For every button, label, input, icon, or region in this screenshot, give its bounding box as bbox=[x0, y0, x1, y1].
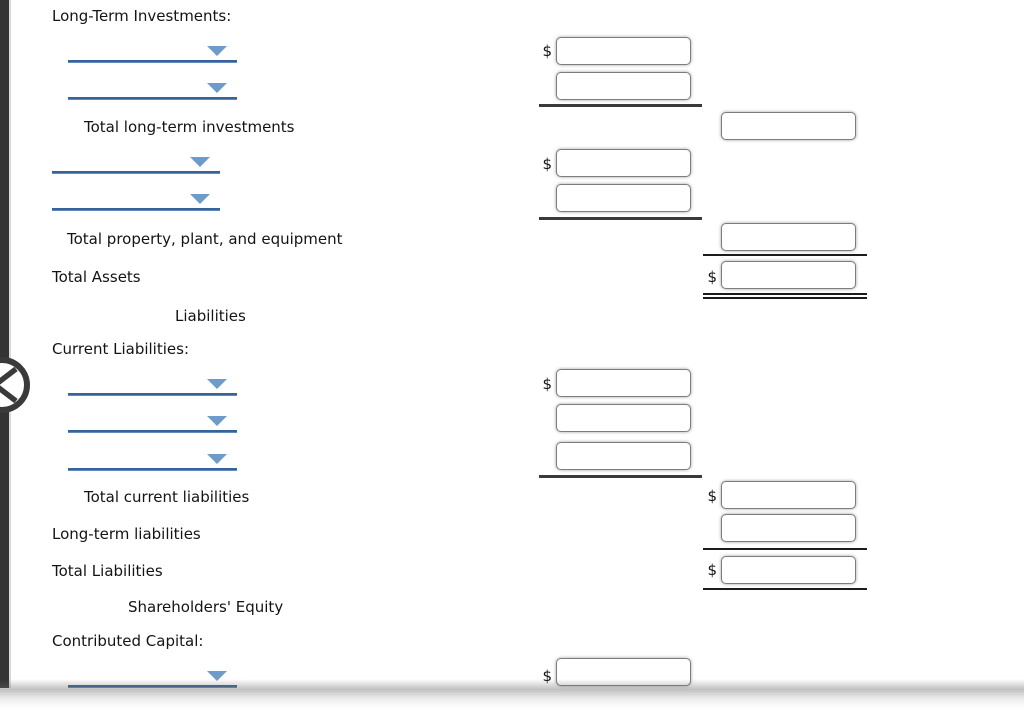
currency-symbol: $ bbox=[542, 155, 552, 173]
select-underline bbox=[68, 685, 237, 688]
chevron-down-icon bbox=[207, 46, 227, 56]
window-bottom-strip bbox=[0, 690, 1024, 710]
subtotal-rule bbox=[539, 475, 702, 478]
chevron-down-icon bbox=[190, 157, 210, 167]
chevron-down-icon bbox=[207, 454, 227, 464]
total-current-liabilities-label: Total current liabilities bbox=[84, 488, 250, 506]
select-underline bbox=[52, 208, 220, 211]
lti-account-select-1[interactable] bbox=[68, 46, 237, 63]
currency-symbol: $ bbox=[542, 42, 552, 60]
shareholders-equity-header: Shareholders' Equity bbox=[128, 598, 284, 616]
subtotal-rule bbox=[539, 217, 702, 220]
currency-symbol: $ bbox=[542, 375, 552, 393]
chevron-left-icon[interactable] bbox=[0, 367, 18, 403]
ppe-account-select-2[interactable] bbox=[52, 194, 220, 211]
total-ppe-label: Total property, plant, and equipment bbox=[67, 230, 343, 248]
total-rule bbox=[703, 548, 867, 550]
ppe-item1-amount-input[interactable] bbox=[556, 149, 691, 177]
chevron-down-icon bbox=[207, 671, 227, 681]
select-underline bbox=[68, 393, 237, 396]
currency-symbol: $ bbox=[707, 268, 717, 286]
chevron-down-icon bbox=[207, 416, 227, 426]
subtotal-rule bbox=[539, 104, 702, 107]
select-underline bbox=[68, 430, 237, 433]
cl-account-select-2[interactable] bbox=[68, 416, 237, 433]
lti-item1-amount-input[interactable] bbox=[556, 37, 691, 65]
cl-item2-amount-input[interactable] bbox=[556, 404, 691, 432]
left-panel-divider bbox=[0, 0, 9, 688]
liabilities-header: Liabilities bbox=[175, 307, 246, 325]
total-long-term-investments-input[interactable] bbox=[721, 112, 856, 140]
ppe-item2-amount-input[interactable] bbox=[556, 184, 691, 212]
total-ppe-input[interactable] bbox=[721, 223, 856, 251]
total-rule bbox=[703, 588, 867, 590]
total-assets-label: Total Assets bbox=[52, 268, 141, 286]
total-liabilities-input[interactable] bbox=[721, 556, 856, 584]
ppe-account-select-1[interactable] bbox=[52, 157, 220, 174]
contributed-capital-label: Contributed Capital: bbox=[52, 632, 204, 650]
chevron-down-icon bbox=[207, 379, 227, 389]
total-long-term-investments-label: Total long-term investments bbox=[84, 118, 295, 136]
chevron-down-icon bbox=[207, 83, 227, 93]
cl-item1-amount-input[interactable] bbox=[556, 369, 691, 397]
cl-account-select-1[interactable] bbox=[68, 379, 237, 396]
total-liabilities-label: Total Liabilities bbox=[52, 562, 163, 580]
cc-account-select-1[interactable] bbox=[68, 671, 237, 688]
double-rule-bottom bbox=[703, 297, 867, 299]
long-term-liabilities-input[interactable] bbox=[721, 514, 856, 542]
select-underline bbox=[68, 468, 237, 471]
cc-item1-amount-input[interactable] bbox=[556, 658, 691, 686]
left-panel-divider-edge bbox=[9, 0, 11, 688]
currency-symbol: $ bbox=[542, 667, 552, 685]
long-term-investments-label: Long-Term Investments: bbox=[52, 7, 232, 25]
total-current-liabilities-input[interactable] bbox=[721, 481, 856, 509]
cl-item3-amount-input[interactable] bbox=[556, 442, 691, 470]
total-rule bbox=[703, 254, 867, 256]
long-term-liabilities-label: Long-term liabilities bbox=[52, 525, 201, 543]
double-rule-top bbox=[703, 293, 867, 295]
select-underline bbox=[68, 97, 237, 100]
currency-symbol: $ bbox=[707, 487, 717, 505]
content-bottom-shadow bbox=[0, 679, 1024, 690]
cl-account-select-3[interactable] bbox=[68, 454, 237, 471]
total-assets-input[interactable] bbox=[721, 261, 856, 289]
chevron-down-icon bbox=[190, 194, 210, 204]
lti-item2-amount-input[interactable] bbox=[556, 72, 691, 100]
current-liabilities-label: Current Liabilities: bbox=[52, 340, 189, 358]
currency-symbol: $ bbox=[707, 561, 717, 579]
lti-account-select-2[interactable] bbox=[68, 83, 237, 100]
select-underline bbox=[68, 60, 237, 63]
select-underline bbox=[52, 171, 220, 174]
